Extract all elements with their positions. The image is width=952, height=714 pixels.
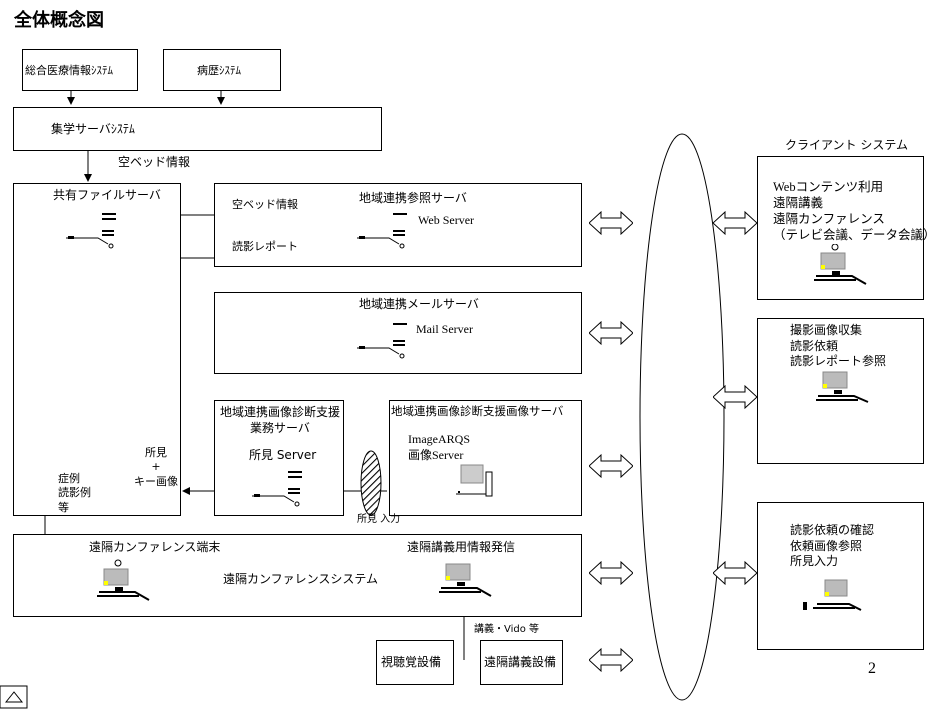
total-medical-system-box[interactable]: 総合医療情報ｼｽﾃﾑ <box>22 49 138 91</box>
client-system-header: クライアント システム <box>785 138 908 152</box>
server-icon <box>355 212 411 250</box>
page-number: 2 <box>868 660 876 677</box>
bidirectional-arrow-icon <box>588 320 634 350</box>
bidirectional-arrow-icon <box>712 384 758 414</box>
lecture-vido-label: 講義・Vido 等 <box>474 624 540 635</box>
server-icon <box>250 470 306 508</box>
firewall-icon <box>360 450 382 516</box>
workstation-icon <box>437 560 497 606</box>
workstation-icon <box>456 464 502 500</box>
server-icon <box>64 212 120 250</box>
bidirectional-arrow-icon <box>712 560 758 590</box>
av-equipment-box[interactable]: 視聴覚設備 <box>376 640 454 685</box>
findings-input-label: 所見 入力 <box>357 514 401 525</box>
image-diagnosis-image-server-box[interactable]: 地域連携画像診断支援画像サーバ ImageARQS 画像Server <box>389 400 582 516</box>
network-cloud-icon <box>639 133 725 701</box>
client-system-3[interactable]: 読影依頼の確認 依頼画像参照 所見入力 <box>757 502 924 650</box>
bidirectional-arrow-icon <box>588 453 634 483</box>
reading-report-label: 読影レポート <box>232 240 298 253</box>
page-title: 全体概念図 <box>14 10 104 31</box>
cases-label: 症例 読影例 等 <box>58 472 91 514</box>
empty-bed-small-label: 空ベッド情報 <box>232 198 298 211</box>
lecture-equipment-box[interactable]: 遠隔講義設備 <box>480 640 563 685</box>
bidirectional-arrow-icon <box>588 560 634 590</box>
empty-bed-label: 空ベッド情報 <box>118 155 191 169</box>
bidirectional-arrow-icon <box>712 210 758 240</box>
disease-history-system-box[interactable]: 病歴ｼｽﾃﾑ <box>163 49 281 91</box>
regional-reference-server-box[interactable]: 地域連携参照サーバ Web Server 空ベッド情報 読影レポート <box>214 183 582 267</box>
workstation-icon <box>803 578 863 618</box>
workstation-icon <box>95 558 155 604</box>
bidirectional-arrow-icon <box>588 647 634 677</box>
regional-mail-server-box[interactable]: 地域連携メールサーバ Mail Server <box>214 292 582 374</box>
workstation-icon <box>812 243 872 290</box>
image-diagnosis-support-server-box[interactable]: 地域連携画像診断支援 業務サーバ 所見 Server <box>214 400 344 516</box>
aggregation-server-box[interactable]: 集学サーバｼｽﾃﾑ <box>13 107 382 151</box>
workstation-icon <box>814 370 874 410</box>
findings-key-image-label: 所見 + キー画像 <box>134 446 178 488</box>
server-icon <box>355 322 411 360</box>
bidirectional-arrow-icon <box>588 210 634 240</box>
